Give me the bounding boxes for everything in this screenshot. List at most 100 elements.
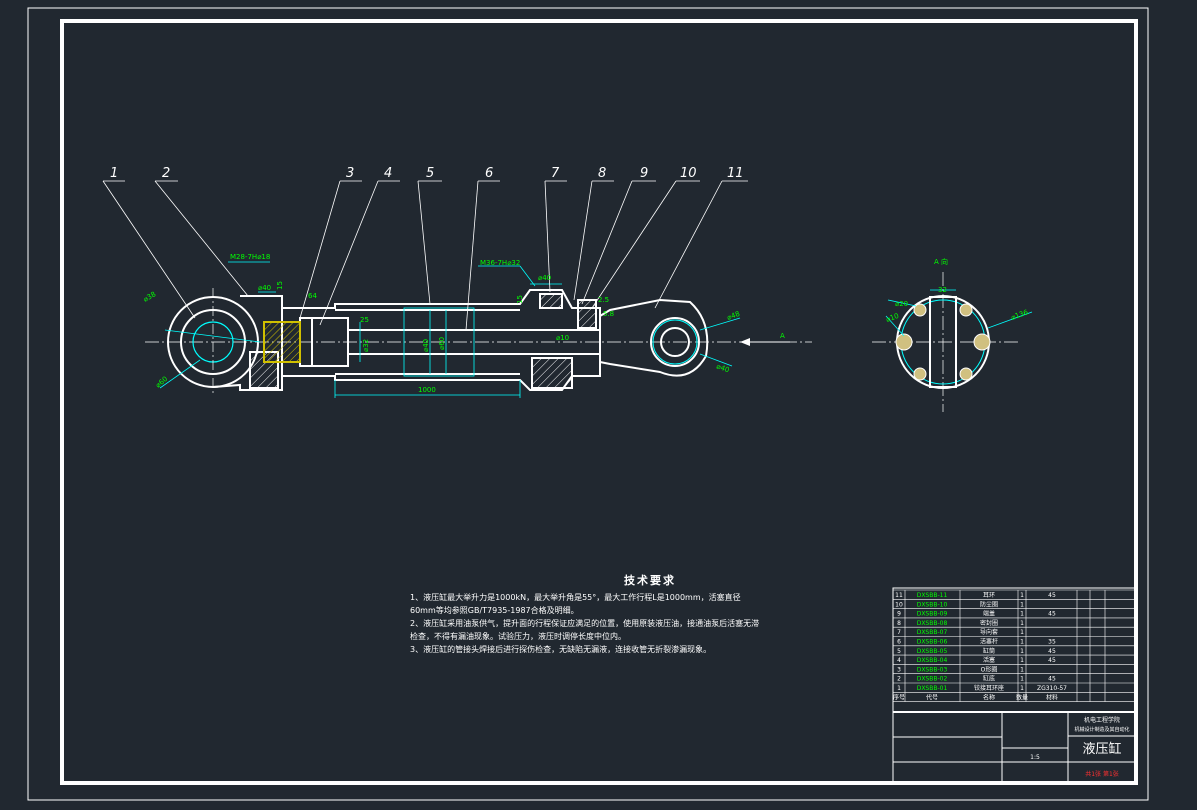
part-number-5: 5 <box>426 166 434 181</box>
drawing-frame <box>60 19 1138 785</box>
bom-code: DXSBB-04 <box>917 657 948 664</box>
bom-no: 3 <box>897 666 901 673</box>
bom-name: 缸筒 <box>983 647 995 655</box>
bom-no: 11 <box>895 592 903 599</box>
bom-no: 5 <box>897 648 901 655</box>
title-block: 机电工程学院 机械设计制造及其自动化 液压缸 共1张 第1张 1:5 <box>1030 716 1129 778</box>
side-view <box>872 272 1033 412</box>
bom-name: 活塞杆 <box>980 638 998 646</box>
title-school: 机电工程学院 <box>1084 716 1120 724</box>
technical-requirements: 技术要求 1、液压缸最大举升力是1000kN，最大举升角是55°，最大工作行程L… <box>410 574 890 656</box>
dim-d10: ⌀10 <box>556 334 569 342</box>
title-class: 机械设计制造及其自动化 <box>1074 726 1129 733</box>
dim-d40-bore: ⌀40 <box>422 339 430 352</box>
bom-name: 防尘圈 <box>980 600 998 608</box>
bom-no: 1 <box>897 685 901 692</box>
bom-material: 45 <box>1048 592 1056 599</box>
part-number-4: 4 <box>384 166 392 181</box>
title-drawing-name: 液压缸 <box>1082 741 1121 757</box>
bom-header-code: 代号 <box>926 693 938 701</box>
bom-no: 8 <box>897 620 901 627</box>
dimension-lines <box>159 261 741 398</box>
part-number-8: 8 <box>598 166 606 181</box>
bom-qty: 1 <box>1020 685 1024 692</box>
dim-side-d136: ⌀136 <box>1010 308 1030 322</box>
title-sheet: 共1张 第1张 <box>1085 770 1119 778</box>
bom-code: DXSBB-05 <box>917 648 948 655</box>
tech-note-line: 1、液压缸最大举升力是1000kN，最大举升角是55°，最大工作行程L是1000… <box>410 593 741 602</box>
tech-note-line: 2、液压缸采用油泵供气，提升面的行程保证应满足的位置，使用原装液压油，接通油泵后… <box>410 619 760 628</box>
bom-material: 45 <box>1048 657 1056 664</box>
dim-25: 25 <box>360 316 369 324</box>
bom-material: 45 <box>1048 648 1056 655</box>
dim-5-8: 5.8 <box>603 310 614 318</box>
bom-name: 缸底 <box>983 675 995 683</box>
view-arrow-label: A <box>780 332 785 340</box>
tech-note-line: 3、液压缸的管接头焊接后进行探伤检查，无缺陷无漏液，连接收管无折裂渗漏现象。 <box>410 645 712 654</box>
side-view-title: A 向 <box>934 257 948 266</box>
bom-material: 35 <box>1048 639 1056 646</box>
dim-64: 64 <box>308 292 317 300</box>
bom-table <box>892 587 1137 784</box>
dim-thread-right: M36-7H⌀32 <box>480 259 520 267</box>
bom-code: DXSBB-11 <box>917 592 948 599</box>
dim-d60-bore: ⌀60 <box>438 337 446 350</box>
bom-name: 导向套 <box>980 628 998 636</box>
tech-note-line: 60mm等均参照GB/T7935-1987合格及明细。 <box>410 606 579 615</box>
bom-name: 活塞 <box>983 656 995 664</box>
bom-header-qty: 数量 <box>1016 693 1028 701</box>
bom-code: DXSBB-02 <box>917 676 948 683</box>
bom-name: 铰接耳环座 <box>974 684 1004 692</box>
tech-notes-title: 技术要求 <box>624 574 676 587</box>
dim-15-top: 15 <box>516 295 524 304</box>
bom-material: 45 <box>1048 676 1056 683</box>
bom-name: O形圈 <box>981 665 998 673</box>
bom-material: 45 <box>1048 611 1056 618</box>
bom-qty: 1 <box>1020 592 1024 599</box>
dim-1000: 1000 <box>418 386 436 394</box>
bom-code: DXSBB-01 <box>917 685 948 692</box>
part-number-11: 11 <box>727 166 744 181</box>
bom-header-name: 名称 <box>983 693 995 701</box>
part-number-2: 2 <box>162 166 170 181</box>
bom-qty: 1 <box>1020 601 1024 608</box>
dim-d38: ⌀38 <box>142 290 157 303</box>
dim-2-5: 2.5 <box>598 296 609 304</box>
bom-code: DXSBB-09 <box>917 611 948 618</box>
bom-no: 7 <box>897 629 901 636</box>
main-view <box>145 288 812 396</box>
bom-material: ZG310-57 <box>1037 685 1067 692</box>
bom-qty: 1 <box>1020 611 1024 618</box>
part-number-6: 6 <box>485 166 493 181</box>
part-number-1: 1 <box>110 166 118 181</box>
part-number-7: 7 <box>551 166 560 181</box>
dim-d60-left: ⌀60 <box>154 375 169 390</box>
bom-name: 端盖 <box>983 610 995 618</box>
bom-name: 耳环 <box>983 592 995 599</box>
bom-code: DXSBB-07 <box>917 629 948 636</box>
bom-qty: 1 <box>1020 666 1024 673</box>
part-number-3: 3 <box>346 166 354 181</box>
dim-side-d10: ⌀10 <box>885 312 900 324</box>
bom-qty: 1 <box>1020 648 1024 655</box>
dim-d32: ⌀32 <box>362 339 370 352</box>
bom-code: DXSBB-03 <box>917 666 948 673</box>
bom-header-no: 序号 <box>893 693 905 701</box>
bom-no: 2 <box>897 676 901 683</box>
dim-d48: ⌀48 <box>726 310 741 322</box>
dim-side-32: 32 <box>938 286 947 294</box>
bom-no: 4 <box>897 657 901 664</box>
title-scale: 1:5 <box>1030 754 1040 761</box>
part-number-9: 9 <box>640 166 648 181</box>
bom-header-material: 材料 <box>1046 693 1058 701</box>
bom-no: 9 <box>897 611 901 618</box>
bom-no: 10 <box>895 601 903 608</box>
bom-code: DXSBB-08 <box>917 620 948 627</box>
part-numbers: 1 2 3 4 5 6 7 8 9 10 11 <box>110 166 744 181</box>
bom-code: DXSBB-10 <box>917 601 948 608</box>
bom-qty: 1 <box>1020 676 1024 683</box>
bom-qty: 1 <box>1020 657 1024 664</box>
leader-lines <box>102 180 748 331</box>
